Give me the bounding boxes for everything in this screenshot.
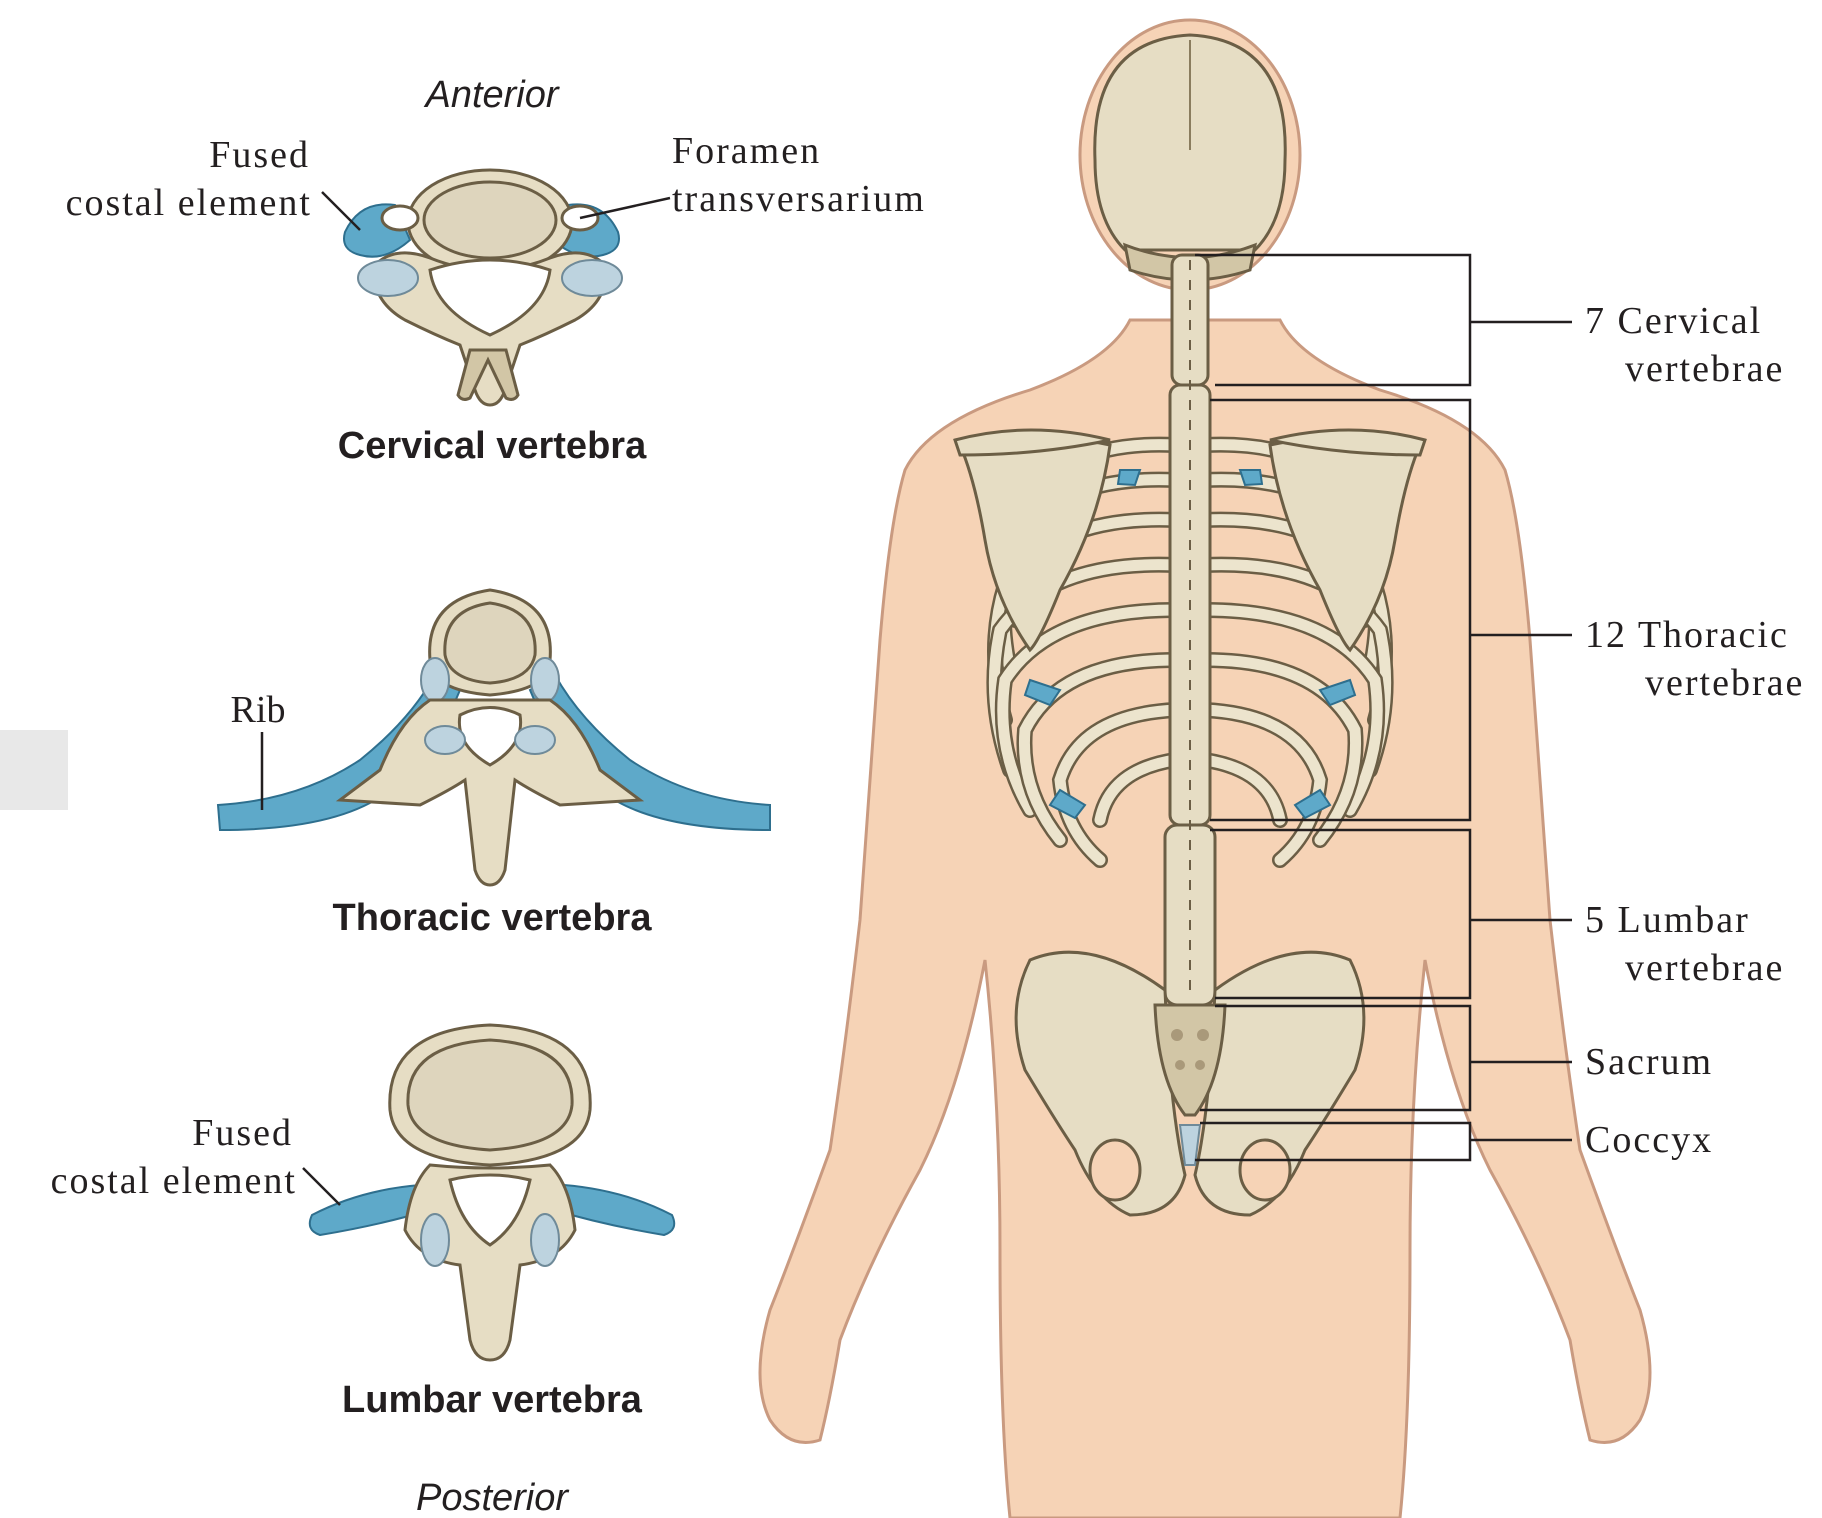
region-cervical-line2: vertebrae [1625, 348, 1784, 390]
fused-costal-bottom-leader [303, 1168, 340, 1205]
lumbar-vertebra-title: Lumbar vertebra [342, 1379, 643, 1421]
lumbar-vertebra-illustration [310, 1025, 674, 1360]
region-lumbar-line2: vertebrae [1625, 947, 1784, 989]
region-coccyx: Coccyx [1585, 1119, 1713, 1161]
side-tab [0, 730, 68, 810]
thoracic-vertebra-illustration [218, 590, 770, 885]
region-thoracic-line1: 12 Thoracic [1585, 614, 1789, 656]
foramen-label-1: Foramen [672, 130, 821, 172]
fused-costal-bottom-label-2: costal element [51, 1160, 297, 1202]
region-sacrum: Sacrum [1585, 1041, 1713, 1083]
region-lumbar-line1: 5 Lumbar [1585, 899, 1750, 941]
fused-costal-top-label-2: costal element [66, 182, 312, 224]
rib-label: Rib [231, 689, 286, 731]
cervical-vertebra-illustration [344, 170, 622, 405]
fused-costal-bottom-label-1: Fused [192, 1112, 293, 1154]
fused-costal-top-leader [322, 192, 360, 230]
region-thoracic-line2: vertebrae [1645, 662, 1804, 704]
region-cervical-line1: 7 Cervical [1585, 300, 1762, 342]
thoracic-vertebra-title: Thoracic vertebra [333, 897, 653, 939]
posterior-skeleton-illustration [760, 20, 1650, 1518]
foramen-label-2: transversarium [672, 178, 926, 220]
posterior-label: Posterior [416, 1477, 569, 1518]
vertebral-column [1165, 255, 1215, 1005]
cervical-vertebra-title: Cervical vertebra [338, 425, 647, 467]
fused-costal-top-label-1: Fused [209, 134, 310, 176]
anterior-label: Anterior [423, 74, 559, 116]
